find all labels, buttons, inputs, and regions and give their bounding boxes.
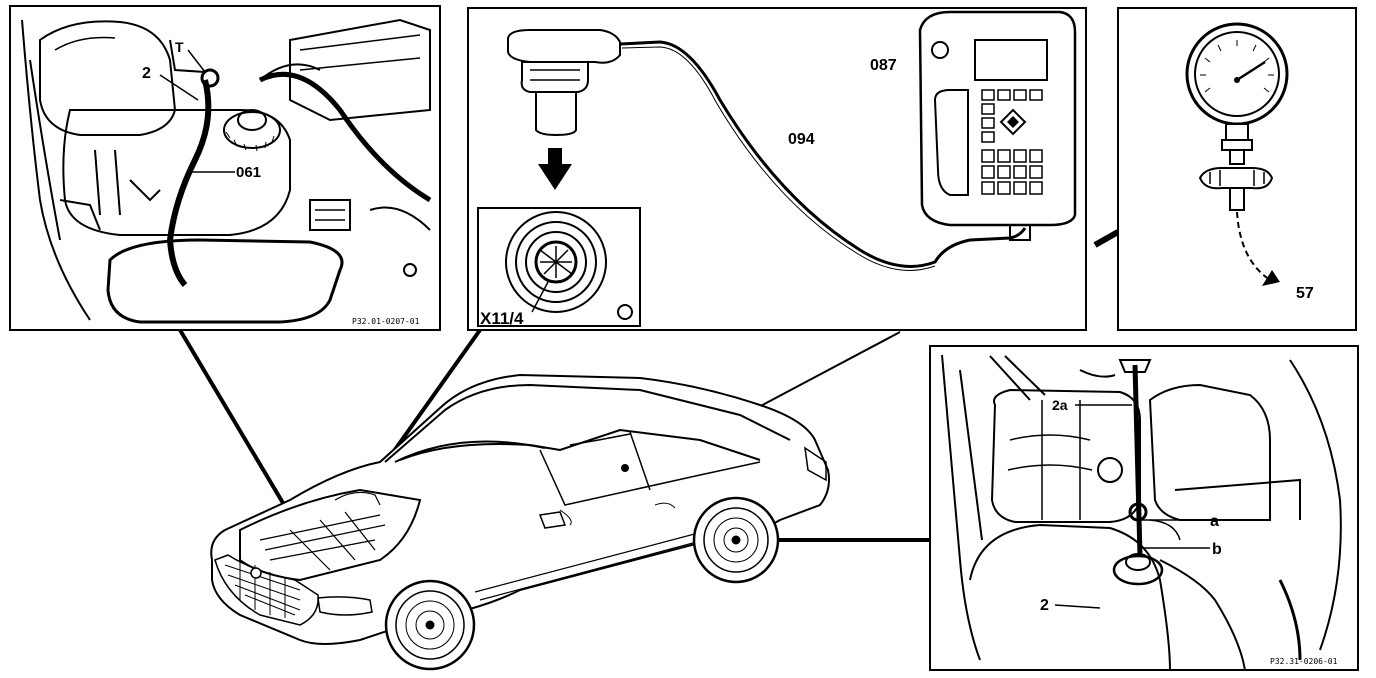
label-b: b — [1212, 541, 1222, 558]
label-087: 087 — [870, 57, 897, 74]
pressure-gauge-panel: 57 — [1117, 7, 1357, 331]
label-2a: 2a — [1052, 397, 1068, 413]
engine-panel-bottom-right: 2a a b 2 P32.31-0206-01 — [929, 345, 1359, 671]
label-061: 061 — [236, 164, 261, 181]
label-57: 57 — [1296, 285, 1314, 302]
engine-panel-top-left: 2 T 061 P32.01-0207-01 — [9, 5, 441, 331]
car-illustration — [210, 373, 830, 671]
label-t: T — [175, 39, 184, 55]
label-094: 094 — [788, 131, 815, 148]
label-2-top: 2 — [142, 65, 151, 82]
diagnostic-panel: X11/4 094 087 — [467, 7, 1087, 331]
reference-code-bottom-right: P32.31-0206-01 — [1270, 657, 1338, 666]
label-a: a — [1210, 513, 1219, 530]
reference-code-top-left: P32.01-0207-01 — [352, 317, 420, 326]
label-x11-4: X11/4 — [480, 309, 524, 328]
label-2-bottom: 2 — [1040, 597, 1049, 614]
